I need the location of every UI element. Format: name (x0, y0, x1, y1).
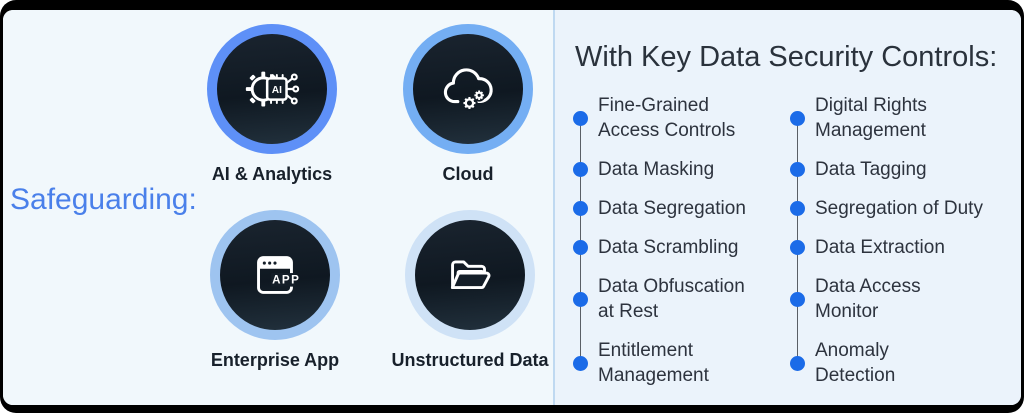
bullet-dot-icon (573, 240, 588, 255)
ai-chip-gear-icon: AI (245, 71, 300, 107)
bullet-dot-icon (790, 355, 805, 371)
control-item: Entitlement Management (573, 338, 783, 388)
control-label: Segregation of Duty (815, 198, 983, 219)
control-item: Digital Rights Management (790, 93, 1000, 143)
bullet-dot-icon (573, 355, 588, 371)
badge-ai-analytics: AI AI & Analytics (182, 24, 362, 185)
badge-unstructured-data: Unstructured Data (380, 210, 560, 371)
control-label: Anomaly Detection (815, 340, 896, 386)
badge-label-enterprise-app: Enterprise App (210, 350, 340, 370)
bullet-dot-icon (573, 162, 588, 177)
badge-circle (403, 24, 533, 154)
control-label: Data Segregation (598, 198, 746, 219)
control-item: Data Scrambling (573, 235, 783, 260)
control-label: Data Access Monitor (815, 276, 921, 322)
control-label: Data Extraction (815, 237, 945, 258)
control-label: Fine-Grained Access Controls (598, 95, 736, 141)
badge-label-unstructured-data: Unstructured Data (391, 350, 549, 370)
safeguarding-panel: Safeguarding: (3, 10, 553, 405)
bullet-dot-icon (790, 291, 805, 307)
bullet-dot-icon (573, 201, 588, 216)
control-item: Data Segregation (573, 196, 783, 221)
control-item: Data Access Monitor (790, 274, 1000, 324)
badge-label-ai-analytics: AI & Analytics (211, 164, 333, 184)
control-label: Data Tagging (815, 159, 927, 180)
control-item: Anomaly Detection (790, 338, 1000, 388)
control-item: Data Obfuscation at Rest (573, 274, 783, 324)
control-item: Data Extraction (790, 235, 1000, 260)
badge-circle: APP (210, 210, 340, 340)
bullet-dot-icon (573, 110, 588, 126)
bullet-dot-icon (790, 110, 805, 126)
svg-text:APP: APP (272, 274, 300, 287)
infographic-body: Safeguarding: (3, 10, 1021, 405)
bullet-dot-icon (790, 201, 805, 216)
control-item: Segregation of Duty (790, 196, 1000, 221)
bullet-dot-icon (790, 162, 805, 177)
control-label: Digital Rights Management (815, 95, 927, 141)
app-window-icon: APP (257, 256, 300, 294)
security-controls-panel: With Key Data Security Controls: Fine-Gr… (553, 10, 1021, 405)
panel-title: With Key Data Security Controls: (575, 41, 998, 73)
control-label: Data Obfuscation at Rest (598, 276, 745, 322)
badge-circle: AI (207, 24, 337, 154)
bullet-dot-icon (573, 291, 588, 307)
badge-enterprise-app: APP Enterprise App (185, 210, 365, 371)
bullet-dot-icon (790, 240, 805, 255)
control-label: Entitlement Management (598, 340, 709, 386)
control-label: Data Masking (598, 159, 715, 180)
svg-text:AI: AI (272, 85, 282, 96)
badge-label-cloud: Cloud (442, 164, 494, 184)
control-item: Data Masking (573, 157, 783, 182)
control-label: Data Scrambling (598, 237, 739, 258)
safeguarding-label: Safeguarding: (10, 183, 197, 216)
cloud-gears-icon (443, 68, 493, 111)
open-folder-icon (450, 260, 491, 290)
badge-circle (405, 210, 535, 340)
control-item: Fine-Grained Access Controls (573, 93, 783, 143)
badge-cloud: Cloud (378, 24, 558, 185)
control-item: Data Tagging (790, 157, 1000, 182)
